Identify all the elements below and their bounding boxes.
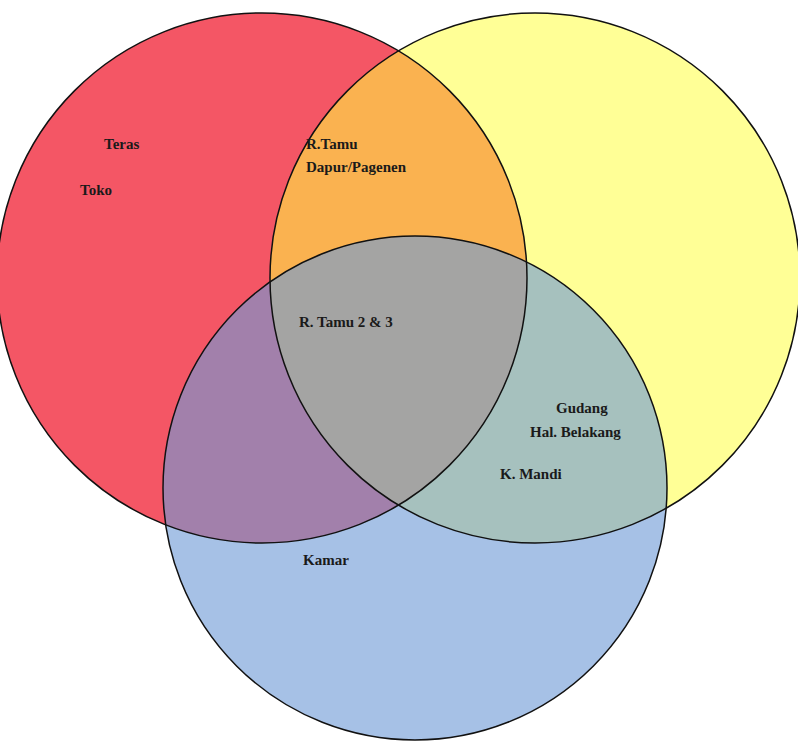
red-circle-outline xyxy=(0,13,527,543)
region-label: Gudang xyxy=(556,399,608,417)
region-label: K. Mandi xyxy=(500,465,562,483)
blue-circle-outline xyxy=(163,236,667,740)
region-label: R.Tamu xyxy=(306,135,358,153)
region-label: Dapur/Pagenen xyxy=(306,158,406,176)
region-label: Teras xyxy=(104,135,139,153)
region-label: Kamar xyxy=(303,551,349,569)
region-label: R. Tamu 2 & 3 xyxy=(299,313,393,331)
region-label: Hal. Belakang xyxy=(530,423,621,441)
yellow-circle-outline xyxy=(270,13,798,543)
blue-circle-fill xyxy=(163,236,667,740)
region-label: Toko xyxy=(80,181,112,199)
